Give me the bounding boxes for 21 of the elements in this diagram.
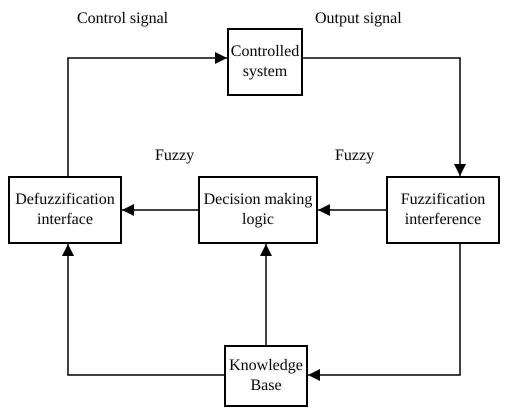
arrow [122,204,198,216]
arrow [308,244,461,381]
edge-label: Fuzzy [333,147,376,165]
edge-label: Fuzzy [153,147,196,165]
edge-label: Control signal [75,10,170,28]
arrow [62,244,224,376]
arrow [318,204,386,216]
edge-label: Output signal [313,10,404,28]
box-label: Fuzzification interference [400,190,486,230]
process-box [224,345,308,407]
process-box [227,28,303,96]
process-box [198,176,318,244]
arrow [67,52,227,176]
process-box [8,176,122,244]
arrow [303,57,466,176]
arrow [260,244,272,345]
box-label: Defuzzification interface [14,190,116,230]
box-label: Controlled system [230,42,300,82]
box-label: Decision making logic [202,190,314,230]
box-label: Knowledge Base [228,356,304,396]
process-box [386,176,500,244]
